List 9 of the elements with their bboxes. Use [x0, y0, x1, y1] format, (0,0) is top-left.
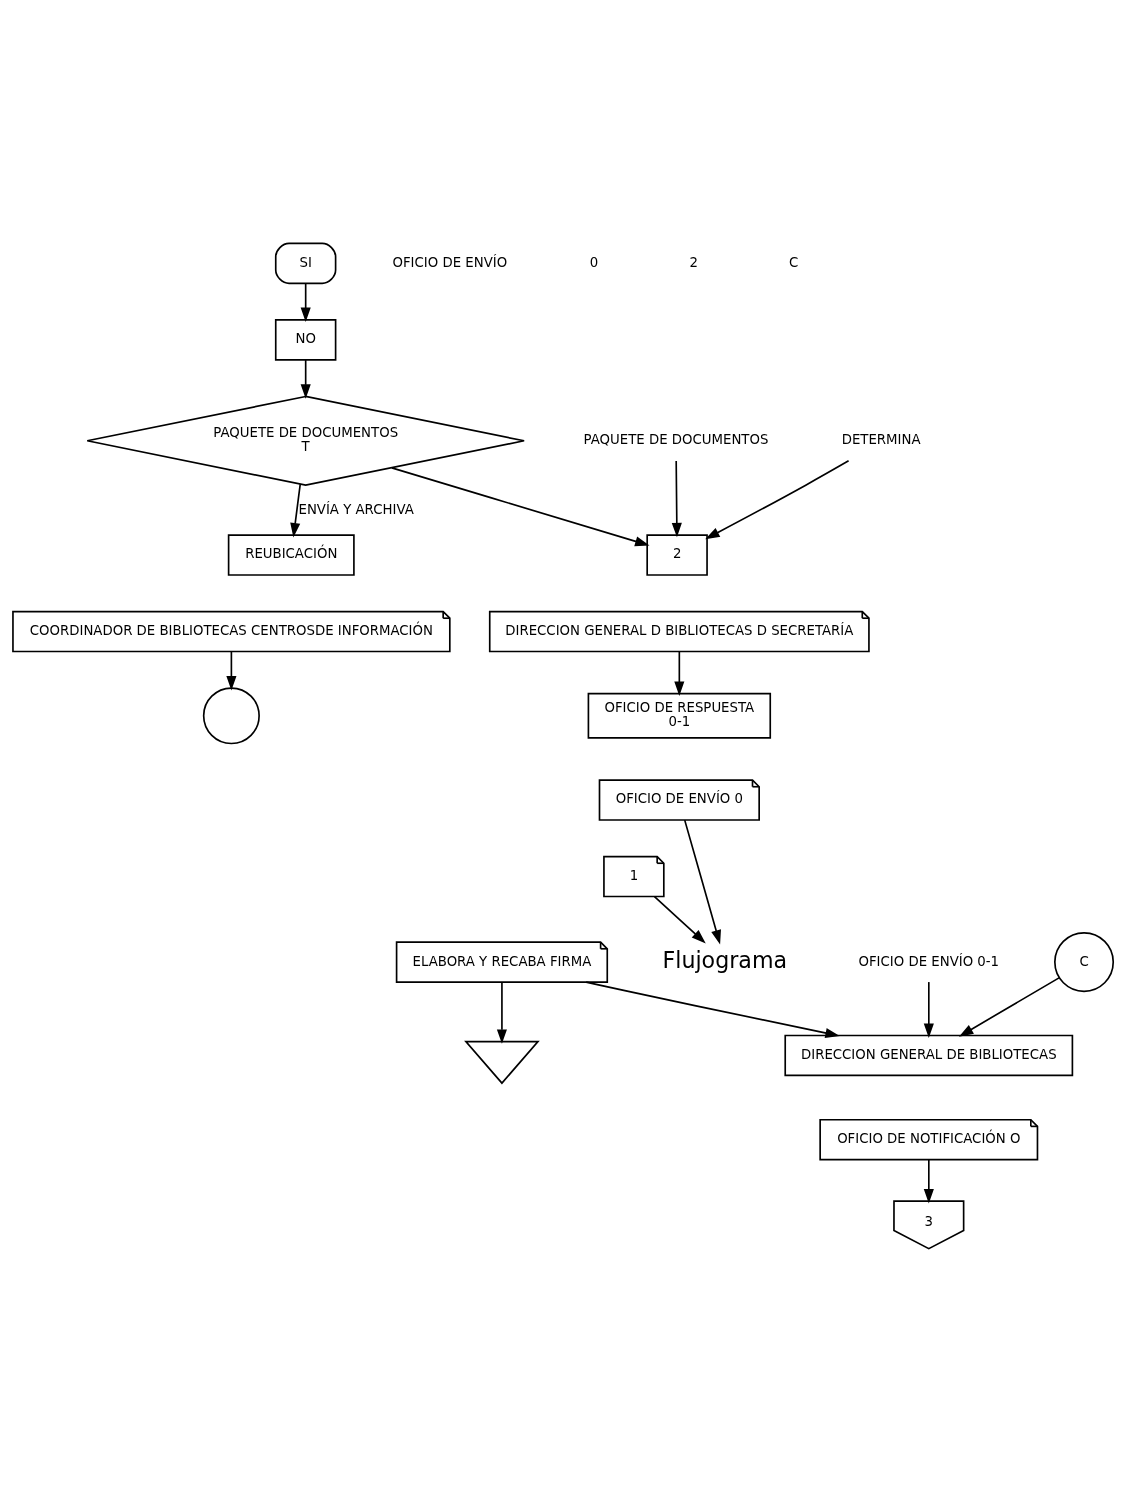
node-text: Flujograma [662, 946, 788, 973]
label: C [788, 254, 799, 270]
label: OFICIO DE ENVÍO [392, 254, 508, 270]
node-text: PAQUETE DE DOCUMENTOS [583, 431, 769, 447]
label: 2 [689, 254, 698, 270]
node-text: DETERMINA [841, 431, 921, 447]
label: 0 [589, 254, 599, 270]
node-text: OFICIO DE ENVÍO 0-1 [858, 953, 1000, 969]
edge-label: ENVÍA Y ARCHIVA [298, 501, 414, 517]
